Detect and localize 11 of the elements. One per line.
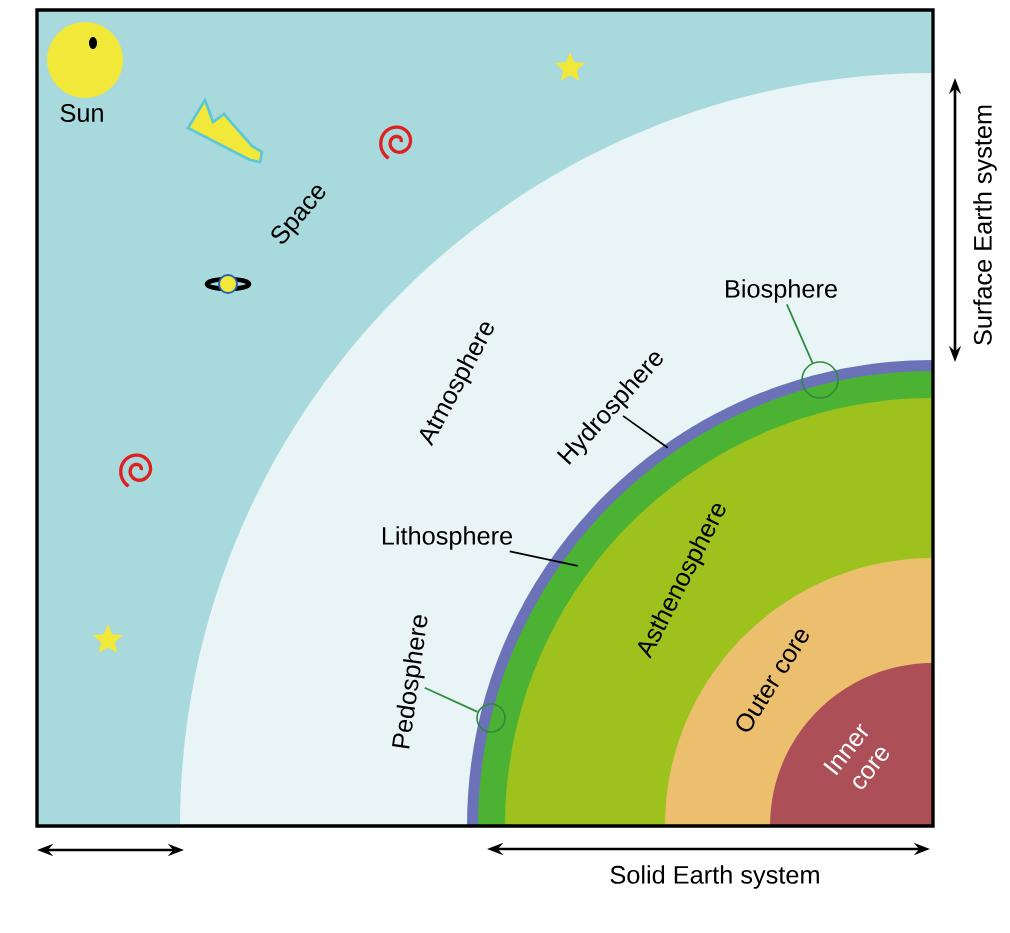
layer-label: Pedosphere	[392, 615, 428, 749]
highlight-circle	[476, 703, 506, 733]
leader-line	[786, 303, 814, 364]
label: Solid Earth system	[610, 865, 819, 889]
leader-line	[508, 550, 579, 567]
label: Surface Earth system	[973, 105, 997, 345]
label: Sun	[60, 104, 103, 122]
leader-line	[622, 415, 669, 449]
highlight-circle	[801, 361, 839, 399]
leader-line	[423, 686, 479, 713]
layer-label: Biosphere	[726, 279, 837, 303]
